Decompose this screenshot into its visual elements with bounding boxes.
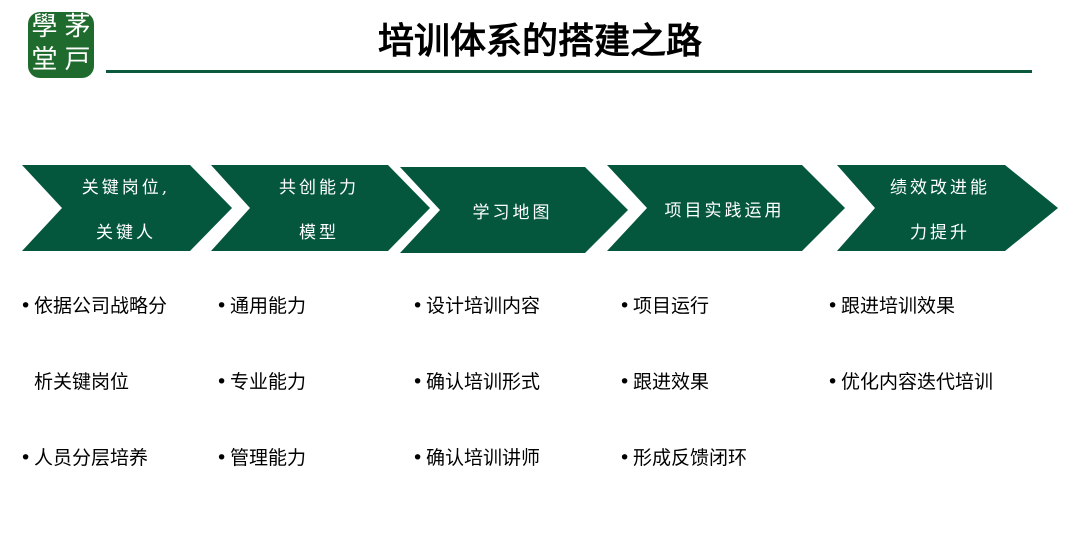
list-item: •依据公司战略分	[20, 295, 168, 317]
column-3: •设计培训内容 •确认培训形式 •确认培训讲师	[412, 290, 540, 518]
title-divider	[106, 70, 1032, 73]
chevron-shape	[22, 165, 232, 251]
step-label: 模型	[299, 223, 339, 243]
process-step-4: 项目实践运用	[607, 165, 845, 251]
list-item: 析关键岗位	[34, 371, 130, 393]
logo-char: 戸	[64, 45, 91, 75]
list-item: •确认培训讲师	[412, 447, 541, 469]
chevron-shape	[400, 167, 628, 253]
column-2: •通用能力 •专业能力 •管理能力	[216, 290, 306, 518]
process-step-3: 学习地图	[400, 167, 628, 253]
chevron-shape	[211, 165, 430, 251]
list-item: •项目运行	[619, 295, 710, 317]
logo: 學 茅 堂 戸	[28, 12, 94, 78]
list-item: •管理能力	[216, 447, 307, 469]
list-item: •跟进效果	[619, 371, 710, 393]
logo-char: 堂	[31, 45, 58, 75]
process-step-5: 绩效改进能力提升	[837, 165, 1058, 251]
step-label: 绩效改进能	[890, 178, 990, 198]
step-label: 关键人	[96, 223, 156, 243]
step-label: 关键岗位,	[81, 178, 171, 198]
column-1: •依据公司战略分 析关键岗位 •人员分层培养	[20, 290, 167, 518]
logo-char: 學	[31, 12, 58, 42]
step-label: 学习地图	[472, 202, 553, 223]
step-label: 力提升	[910, 223, 970, 243]
step-label: 共创能力	[279, 178, 359, 198]
process-step-1: 关键岗位, 关键人	[22, 165, 232, 251]
list-item: •跟进培训效果	[827, 295, 956, 317]
list-item: •人员分层培养	[20, 447, 149, 469]
chevron-shape	[837, 165, 1058, 251]
list-item: •确认培训形式	[412, 371, 541, 393]
list-item: •形成反馈闭环	[619, 447, 748, 469]
list-item: •通用能力	[216, 295, 307, 317]
step-label: 项目实践运用	[664, 200, 785, 221]
list-item: •设计培训内容	[412, 295, 541, 317]
column-4: •项目运行 •跟进效果 •形成反馈闭环	[619, 290, 747, 518]
list-item: •专业能力	[216, 371, 307, 393]
list-item: •优化内容迭代培训	[827, 371, 994, 393]
column-5: •跟进培训效果 •优化内容迭代培训	[827, 290, 993, 442]
page-title: 培训体系的搭建之路	[377, 21, 702, 62]
logo-char: 茅	[64, 12, 91, 42]
chevron-shape	[607, 165, 845, 251]
process-step-2: 共创能力模型	[211, 165, 430, 251]
